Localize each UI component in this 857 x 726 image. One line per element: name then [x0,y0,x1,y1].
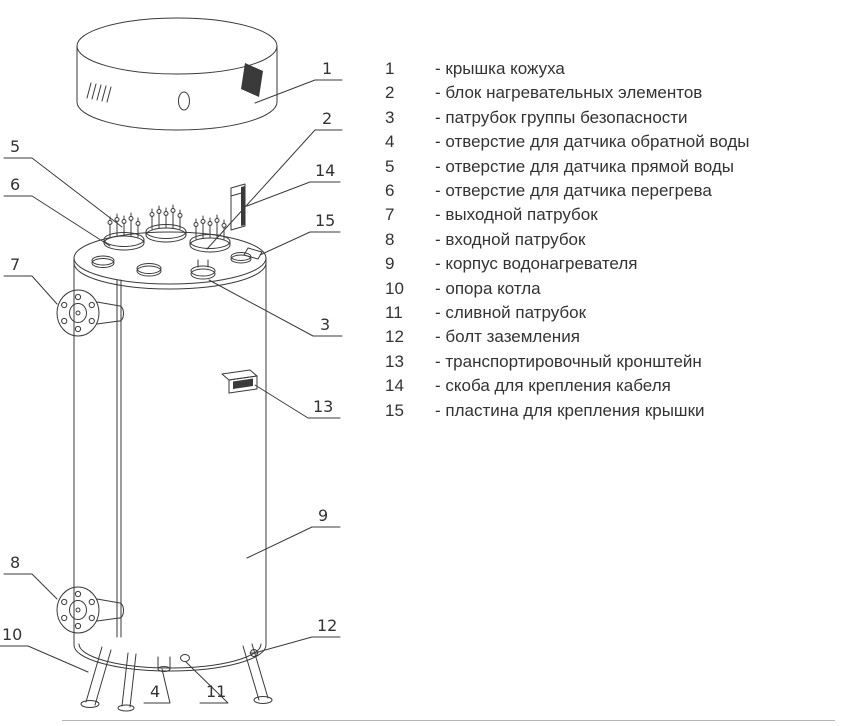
legend-item-label: - входной патрубок [435,229,586,249]
callout-9-number: 9 [318,506,328,525]
legend-item: 14 - скоба для крепления кабеля [385,374,750,398]
callout-7: 7 [3,255,58,305]
legend-item: 6 - отверстие для датчика перегрева [385,179,750,203]
cap-keyhole [178,91,190,111]
legend-item-label: - патрубок группы безопасности [435,107,688,127]
legend-item-label: - крышка кожуха [435,59,565,78]
legend-item-number: 4 [385,132,395,152]
legend-item-number: 7 [385,205,395,225]
callout-1: 1 [254,59,343,104]
callout-13-number: 13 [313,397,333,416]
transport-bracket [221,369,258,394]
legend-item-number: 6 [385,181,395,201]
callout-6: 6 [3,175,111,247]
cover-fix-plate [243,247,263,260]
legend-item-number: 15 [385,400,404,420]
legend-item-label: - блок нагревательных элементов [435,83,703,103]
callout-5-number: 5 [10,137,20,156]
legend-item-label: - корпус водонагревателя [435,254,638,274]
legend-item-label: - сливной патрубок [435,303,587,323]
legend-item-label: - скоба для крепления кабеля [435,376,671,396]
legend-item: 9 - корпус водонагревателя [385,252,750,276]
callout-4: 4 [143,668,171,704]
callout-9: 9 [246,506,341,559]
legend-item: 8 - входной патрубок [385,228,750,252]
callout-10-number: 10 [2,625,22,644]
callout-12: 12 [257,616,341,653]
callout-10: 10 [0,625,89,673]
callout-11: 11 [185,661,229,704]
callout-4-number: 4 [150,682,160,701]
legend-item-label: - отверстие для датчика перегрева [435,181,712,201]
legend-item-label: - транспортировочный кронштейн [435,351,702,371]
callout-2-number: 2 [322,109,332,128]
legend-item: 7 - выходной патрубок [385,203,750,227]
callout-15: 15 [259,211,341,256]
legend-item-number: 14 [385,376,404,396]
boiler-exploded-diagram: 1 2 14 15 3 13 [0,17,343,712]
callout-13: 13 [254,384,341,419]
callout-8: 8 [3,553,58,600]
legend-item-number: 1 [385,59,395,78]
legend-item: 12 - болт заземления [385,325,750,349]
callouts: 1 2 14 15 3 13 [0,59,343,704]
parts-legend: 1 - крышка кожуха 2 - блок нагревательны… [385,57,750,423]
bottom-divider [62,720,835,721]
legend-item-number: 10 [385,278,404,298]
callout-7-number: 7 [10,255,20,274]
inlet-pipe-flange [56,586,125,634]
callout-5: 5 [3,137,123,228]
cap-vent-right-icon [241,63,263,97]
cap-vent-left-icon [86,82,112,103]
callout-1-number: 1 [322,59,332,78]
legend-item-number: 5 [385,156,395,176]
return-sensor-port [180,654,190,662]
callout-2: 2 [206,109,343,250]
legend-item-number: 2 [385,83,395,103]
legend-item-label: - болт заземления [435,327,580,347]
legend-item: 4 - отверстие для датчика обратной воды [385,130,750,154]
callout-11-number: 11 [206,682,226,701]
legend-item: 13 - транспортировочный кронштейн [385,350,750,374]
legend-item-label: - отверстие для датчика обратной воды [435,132,750,152]
tank-body [73,231,267,672]
callout-14: 14 [246,161,341,207]
legend-item-number: 11 [385,303,403,323]
support-legs [80,643,273,712]
callout-3-number: 3 [320,315,330,334]
legend-item-number: 3 [385,107,395,127]
outlet-pipe-flange [56,289,125,337]
legend-item: 15 - пластина для крепления крышки [385,399,750,423]
legend-item-label: - отверстие для датчика прямой воды [435,156,734,176]
callout-3: 3 [208,279,343,337]
cable-clip [230,183,246,231]
legend-item-number: 9 [385,254,395,274]
safety-group-port [190,259,216,280]
legend-item-label: - выходной патрубок [435,205,598,225]
legend-item: 2 - блок нагревательных элементов [385,81,750,105]
top-plate-ports [91,252,252,277]
drain-pipe [157,656,171,672]
callout-12-number: 12 [317,616,337,635]
legend-item-label: - пластина для крепления крышки [435,400,705,420]
legend-item-number: 8 [385,229,395,249]
legend-item: 11 - сливной патрубок [385,301,750,325]
legend-item-number: 12 [385,327,404,347]
cover-cap [76,17,278,131]
ground-bolt [249,649,259,657]
legend-item: 10 - опора котла [385,277,750,301]
callout-8-number: 8 [10,553,20,572]
legend-item-number: 13 [385,351,404,371]
callout-6-number: 6 [10,175,20,194]
callout-15-number: 15 [315,211,335,230]
legend-item: 1 - крышка кожуха [385,57,750,81]
legend-item: 5 - отверстие для датчика прямой воды [385,155,750,179]
callout-14-number: 14 [315,161,335,180]
legend-item: 3 - патрубок группы безопасности [385,106,750,130]
legend-item-label: - опора котла [435,278,541,298]
